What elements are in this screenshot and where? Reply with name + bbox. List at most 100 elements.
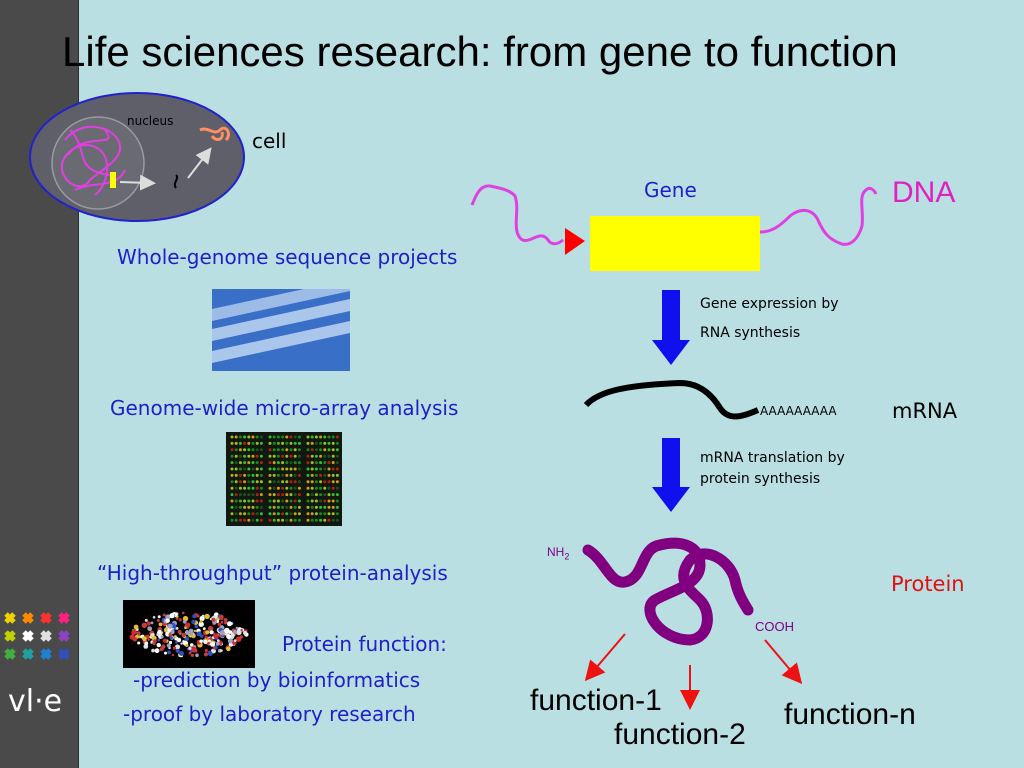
microarray-spot xyxy=(306,448,310,452)
microarray-spot xyxy=(331,480,335,484)
microarray-spot xyxy=(247,480,251,484)
microarray-spot xyxy=(310,441,314,445)
microarray-spot xyxy=(319,461,323,465)
microarray-spot xyxy=(272,473,276,477)
protein-atom xyxy=(189,631,194,636)
protein-atom xyxy=(243,630,247,635)
microarray-spot xyxy=(238,512,242,516)
microarray-spot xyxy=(335,473,339,477)
microarray-spot xyxy=(243,486,247,490)
microarray-spot xyxy=(281,486,285,490)
microarray-spot xyxy=(327,473,331,477)
translation-arrow xyxy=(652,438,690,512)
microarray-spot xyxy=(319,518,323,522)
sequence-image xyxy=(212,289,350,371)
microarray-spot xyxy=(230,435,234,439)
protein-atom xyxy=(185,622,191,628)
microarray-spot xyxy=(276,486,280,490)
microarray-spot xyxy=(297,518,301,522)
microarray-spot xyxy=(293,461,297,465)
microarray-spot xyxy=(331,518,335,522)
translation-line2: protein synthesis xyxy=(700,471,821,487)
microarray-spot xyxy=(285,441,289,445)
protein-atom xyxy=(169,636,173,640)
microarray-spot xyxy=(335,467,339,471)
microarray-spot xyxy=(310,473,314,477)
microarray-spot xyxy=(310,512,314,516)
mrna-strand xyxy=(583,379,760,420)
microarray-spot xyxy=(314,454,318,458)
protein-label: Protein xyxy=(891,572,965,596)
microarray-spot xyxy=(331,461,335,465)
microarray-spot xyxy=(268,480,272,484)
microarray-spot xyxy=(259,473,263,477)
microarray-spot xyxy=(331,486,335,490)
microarray-spot xyxy=(327,467,331,471)
protein-atom xyxy=(176,637,182,643)
microarray-spot xyxy=(297,505,301,509)
microarray-spot xyxy=(306,493,310,497)
microarray-spot xyxy=(289,518,293,522)
protein-atom xyxy=(175,617,179,620)
microarray-spot xyxy=(327,448,331,452)
protein-atom xyxy=(143,644,149,649)
microarray-spot xyxy=(276,480,280,484)
microarray-spot xyxy=(293,505,297,509)
microarray-spot xyxy=(285,461,289,465)
protein-atom xyxy=(240,628,243,632)
microarray-spot xyxy=(251,441,255,445)
gene-marker xyxy=(110,172,116,188)
protein-analysis-label: “High-throughput” protein-analysis xyxy=(97,561,448,585)
protein-atom xyxy=(158,622,163,627)
microarray-spot xyxy=(238,441,242,445)
function-2-label: function-2 xyxy=(614,718,746,751)
microarray-spot xyxy=(331,505,335,509)
microarray-spot xyxy=(251,454,255,458)
microarray-spot xyxy=(281,512,285,516)
microarray-spot xyxy=(243,467,247,471)
protein-atom xyxy=(219,630,225,636)
protein-atom xyxy=(212,646,216,650)
microarray-spot xyxy=(243,480,247,484)
microarray-spot xyxy=(276,454,280,458)
microarray-spot xyxy=(310,518,314,522)
microarray-spot xyxy=(327,499,331,503)
microarray-spot xyxy=(297,435,301,439)
microarray-spot xyxy=(268,512,272,516)
microarray-spot xyxy=(335,505,339,509)
microarray-spot xyxy=(289,467,293,471)
protein-atom xyxy=(182,615,189,622)
microarray-spot xyxy=(251,505,255,509)
microarray-spot xyxy=(259,441,263,445)
microarray-spot xyxy=(251,480,255,484)
microarray-spot xyxy=(285,454,289,458)
microarray-spot xyxy=(331,473,335,477)
protein-small xyxy=(199,126,230,142)
microarray-spot xyxy=(335,518,339,522)
microarray-spot xyxy=(297,448,301,452)
microarray-spot xyxy=(259,486,263,490)
microarray-spot xyxy=(327,505,331,509)
microarray-spot xyxy=(297,499,301,503)
microarray-spot xyxy=(306,518,310,522)
protein-atom xyxy=(157,638,161,642)
microarray-spot xyxy=(281,518,285,522)
microarray-spot xyxy=(255,473,259,477)
microarray-spot xyxy=(285,448,289,452)
microarray-spot xyxy=(293,499,297,503)
microarray-spot xyxy=(272,441,276,445)
microarray-spot xyxy=(234,435,238,439)
protein-atom xyxy=(133,624,139,630)
microarray-spot xyxy=(293,441,297,445)
microarray-spot xyxy=(272,480,276,484)
microarray-spot xyxy=(310,493,314,497)
microarray-spot xyxy=(306,473,310,477)
microarray-spot xyxy=(238,499,242,503)
microarray-spot xyxy=(293,480,297,484)
microarray-spot xyxy=(314,448,318,452)
microarray-spot xyxy=(327,493,331,497)
microarray-spot xyxy=(335,441,339,445)
microarray-spot xyxy=(247,518,251,522)
microarray-spot xyxy=(314,435,318,439)
microarray-spot xyxy=(306,505,310,509)
